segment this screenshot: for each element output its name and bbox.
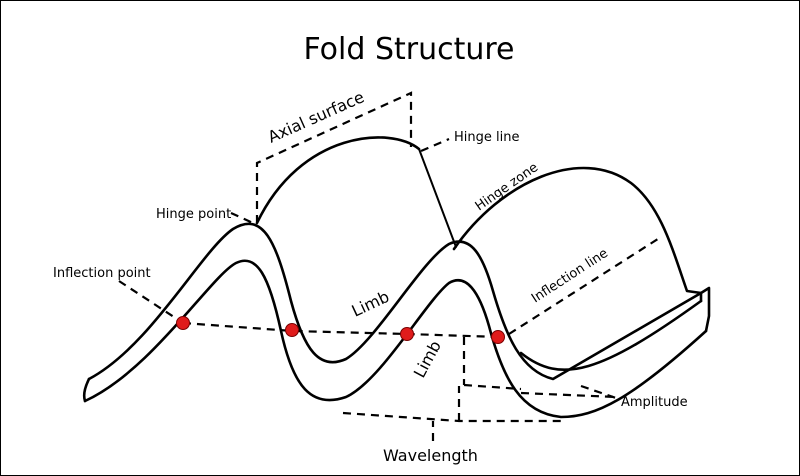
inflection-point-leader bbox=[118, 280, 178, 320]
inflection-point-dot bbox=[176, 316, 190, 330]
fold-layer-left-edge bbox=[82, 377, 91, 403]
amplitude-back-tick bbox=[580, 384, 620, 401]
hinge-line-leader bbox=[420, 137, 450, 153]
hinge-line bbox=[418, 148, 457, 248]
inflection-point-dot bbox=[285, 323, 299, 337]
fold-layer-right-edge bbox=[699, 286, 711, 333]
diagram-title: Fold Structure bbox=[303, 32, 514, 67]
fold-layer-trough-face bbox=[519, 299, 703, 372]
inflection-line bbox=[508, 236, 662, 335]
label-hinge-line: Hinge line bbox=[454, 130, 519, 145]
label-inflection-point: Inflection point bbox=[53, 266, 151, 281]
hinge-point-leader bbox=[230, 211, 254, 225]
inflection-point-dot bbox=[491, 330, 505, 344]
hinge-arc-back-first bbox=[255, 136, 421, 225]
label-hinge-point: Hinge point bbox=[156, 207, 231, 222]
axial-surface-outline bbox=[255, 91, 413, 223]
fold-layer-top-surface bbox=[87, 222, 703, 381]
fold-layer-bottom-surface bbox=[83, 259, 708, 419]
label-limb-lower: Limb bbox=[410, 337, 445, 380]
amplitude-lower-tick bbox=[520, 391, 617, 399]
label-inflection-line: Inflection line bbox=[529, 246, 611, 306]
label-hinge-zone: Hinge zone bbox=[473, 160, 541, 214]
inflection-point-dot bbox=[400, 327, 414, 341]
label-axial-surface: Axial surface bbox=[265, 87, 367, 146]
hinge-arc-back-second bbox=[452, 166, 703, 295]
amplitude-upper-tick bbox=[463, 383, 522, 391]
inflection-connecting-line bbox=[182, 321, 500, 339]
label-amplitude: Amplitude bbox=[621, 395, 688, 410]
wavelength-line bbox=[342, 411, 561, 423]
label-wavelength: Wavelength bbox=[383, 446, 478, 465]
